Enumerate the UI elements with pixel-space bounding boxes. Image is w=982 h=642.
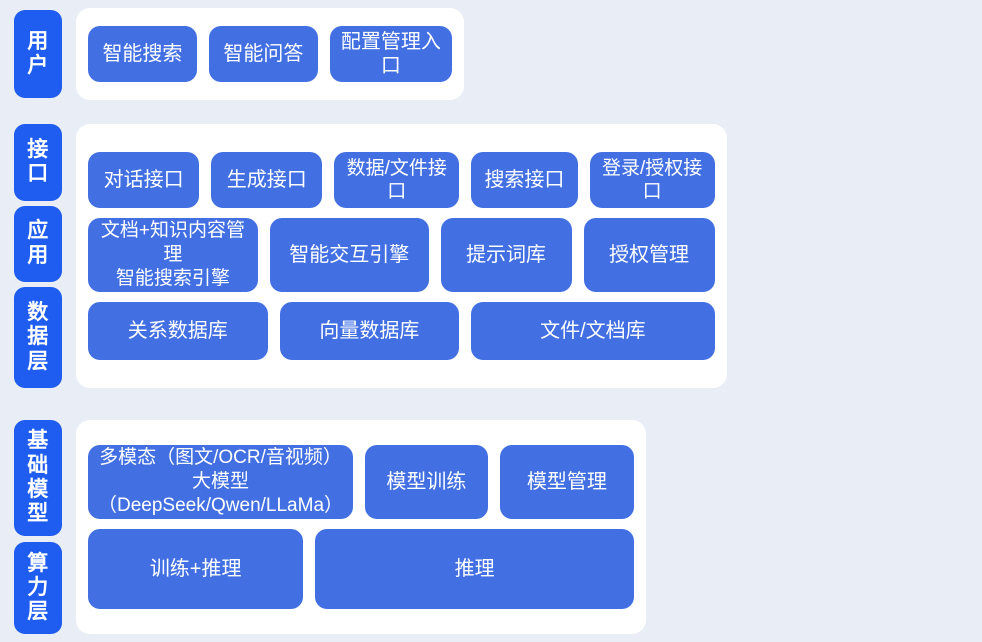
rail-char: 口 <box>27 162 49 186</box>
band-foundation-rail: 基 础 模 型 算 力 层 <box>0 414 62 640</box>
band-middle: 接 口 应 用 数 据 层 对话接口 生成接口 数据/文件接口 搜索接口 登录/… <box>0 118 741 394</box>
rail-char: 层 <box>27 600 49 624</box>
node-doc-knowledge-management[interactable]: 文档+知识内容管理 智能搜索引擎 <box>88 218 258 292</box>
rail-char: 数 <box>27 301 49 324</box>
rail-pill-interface[interactable]: 接 口 <box>14 124 62 201</box>
node-inference[interactable]: 推理 <box>315 529 635 609</box>
row-model: 多模态（图文/OCR/音视频） 大模型（DeepSeek/Qwen/LLaMa）… <box>88 445 635 519</box>
row-data: 关系数据库 向量数据库 文件/文档库 <box>88 302 715 360</box>
band-user-rail: 用 户 <box>0 2 62 106</box>
node-multimodal-large-model[interactable]: 多模态（图文/OCR/音视频） 大模型（DeepSeek/Qwen/LLaMa） <box>88 445 353 519</box>
node-smart-qa[interactable]: 智能问答 <box>208 26 318 82</box>
node-model-management[interactable]: 模型管理 <box>499 445 635 519</box>
rail-char: 力 <box>27 575 49 599</box>
node-model-training[interactable]: 模型训练 <box>365 445 488 519</box>
band-foundation-card: 多模态（图文/OCR/音视频） 大模型（DeepSeek/Qwen/LLaMa）… <box>76 420 647 634</box>
rail-char: 础 <box>27 453 49 477</box>
rail-char: 户 <box>27 54 49 77</box>
node-prompt-library[interactable]: 提示词库 <box>440 218 572 292</box>
node-data-file-api[interactable]: 数据/文件接口 <box>334 152 460 208</box>
node-config-management-entry[interactable]: 配置管理入口 <box>329 26 452 82</box>
rail-char: 型 <box>27 502 49 526</box>
row-application: 文档+知识内容管理 智能搜索引擎 智能交互引擎 提示词库 授权管理 <box>88 218 715 292</box>
rail-char: 据 <box>27 325 49 349</box>
band-user: 用 户 智能搜索 智能问答 配置管理入口 <box>0 2 478 106</box>
band-foundation: 基 础 模 型 算 力 层 多模态（图文/OCR/音视频） 大模型（DeepSe… <box>0 414 660 640</box>
rail-pill-data-layer[interactable]: 数 据 层 <box>14 287 62 388</box>
rail-pill-user[interactable]: 用 户 <box>14 10 62 98</box>
row-api: 对话接口 生成接口 数据/文件接口 搜索接口 登录/授权接口 <box>88 152 715 208</box>
rail-char: 模 <box>27 478 49 502</box>
band-middle-card: 对话接口 生成接口 数据/文件接口 搜索接口 登录/授权接口 文档+知识内容管理… <box>76 124 727 388</box>
rail-pill-compute-layer[interactable]: 算 力 层 <box>14 542 62 635</box>
rail-char: 层 <box>27 349 49 373</box>
band-middle-rail: 接 口 应 用 数 据 层 <box>0 118 62 394</box>
node-smart-search[interactable]: 智能搜索 <box>88 26 197 82</box>
node-file-document-store[interactable]: 文件/文档库 <box>471 302 715 360</box>
node-training-inference[interactable]: 训练+推理 <box>88 529 304 609</box>
node-search-api[interactable]: 搜索接口 <box>471 152 578 208</box>
row-compute: 训练+推理 推理 <box>88 529 635 609</box>
rail-char: 应 <box>27 219 49 243</box>
rail-char: 接 <box>27 137 49 161</box>
rail-char: 用 <box>27 243 49 267</box>
node-dialog-api[interactable]: 对话接口 <box>88 152 200 208</box>
node-login-auth-api[interactable]: 登录/授权接口 <box>589 152 715 208</box>
node-vector-database[interactable]: 向量数据库 <box>279 302 460 360</box>
rail-char: 基 <box>27 429 49 453</box>
node-relational-database[interactable]: 关系数据库 <box>88 302 268 360</box>
band-user-card: 智能搜索 智能问答 配置管理入口 <box>76 8 464 100</box>
node-authorization-management[interactable]: 授权管理 <box>583 218 715 292</box>
row-user-entries: 智能搜索 智能问答 配置管理入口 <box>88 26 452 82</box>
node-generation-api[interactable]: 生成接口 <box>211 152 323 208</box>
rail-char: 用 <box>27 29 49 53</box>
rail-char: 算 <box>27 551 49 575</box>
rail-pill-base-model[interactable]: 基 础 模 型 <box>14 420 62 537</box>
rail-pill-application[interactable]: 应 用 <box>14 205 62 283</box>
node-smart-interaction-engine[interactable]: 智能交互引擎 <box>269 218 429 292</box>
